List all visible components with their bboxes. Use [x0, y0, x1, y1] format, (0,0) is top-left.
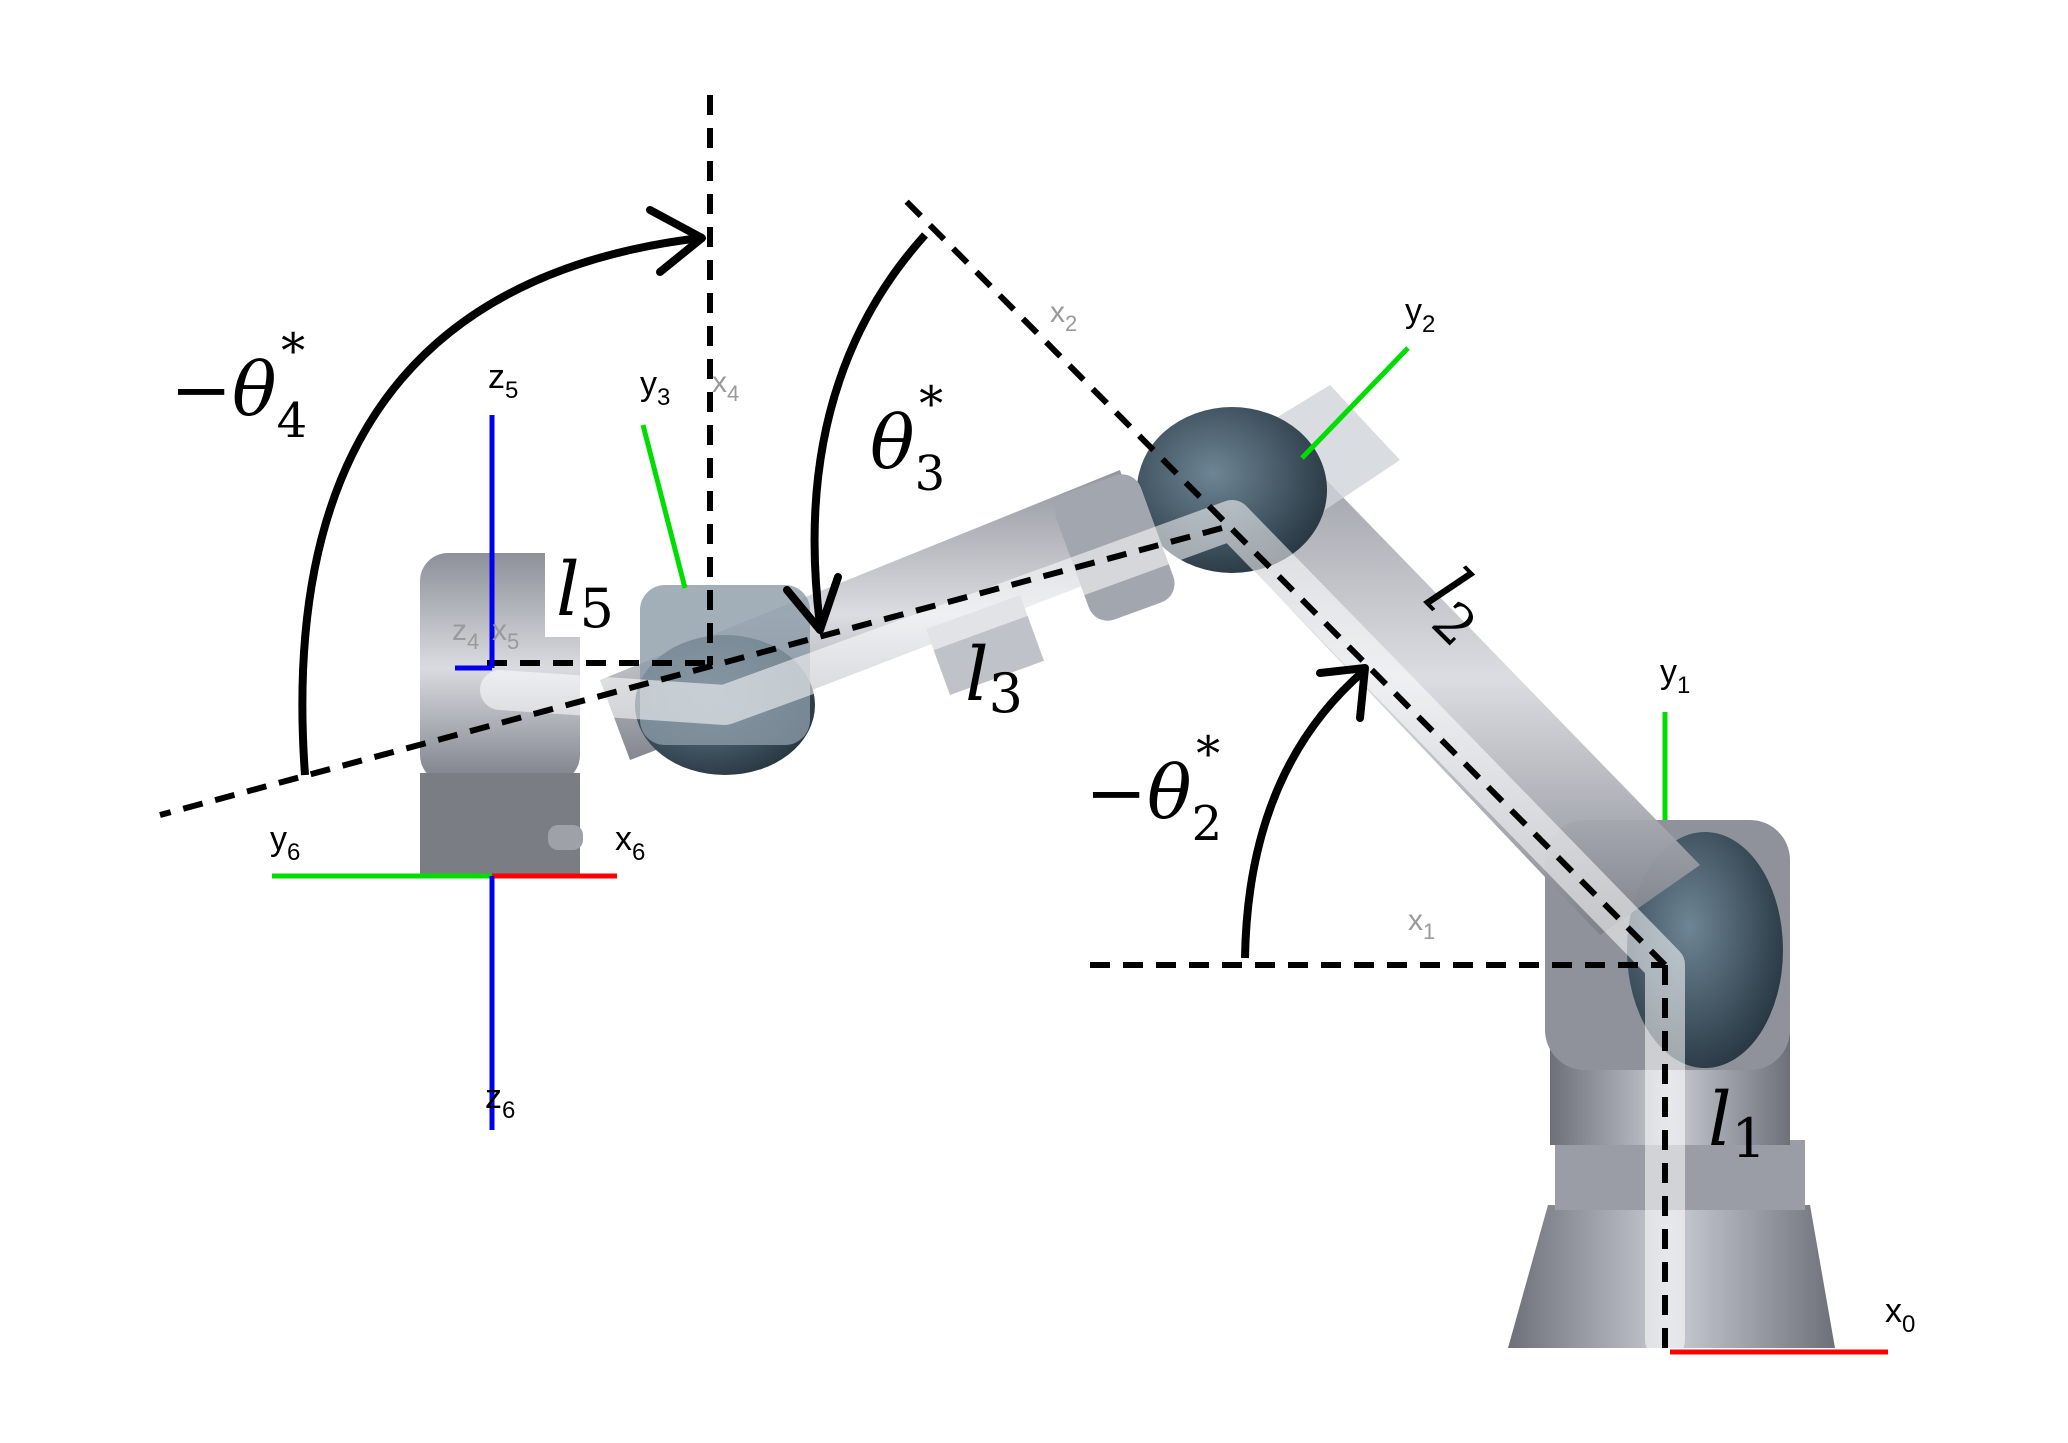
frame-labels: x0 x1 y1 x2 y2 y3 x4 z5 z4 x5 y6	[270, 292, 1915, 1338]
x0-label: x0	[1885, 1292, 1915, 1338]
reference-guides	[159, 95, 1668, 1355]
x2-label: x2	[1050, 296, 1077, 336]
theta3-label: θ3*	[870, 376, 945, 502]
l3-label: l3	[965, 632, 1023, 725]
y3-label: y3	[640, 365, 670, 411]
y2-label: y2	[1405, 292, 1435, 338]
theta3-arc	[810, 232, 928, 626]
angle-labels: −θ4* θ3* −θ2*	[170, 323, 1222, 852]
theta3-arrowhead	[783, 573, 842, 634]
z5-label: z5	[488, 358, 518, 404]
x5-label: x5	[492, 614, 519, 654]
link-l3-guide	[159, 525, 1223, 818]
z4-label: z4	[452, 614, 479, 654]
x6-label: x6	[615, 820, 645, 866]
theta2-label: −θ2*	[1085, 726, 1222, 852]
y3-axis	[640, 424, 688, 589]
upper-arm-link	[1168, 420, 1700, 935]
coordinate-frames	[272, 346, 1888, 1355]
theta4-label: −θ4*	[170, 323, 307, 449]
y1-label: y1	[1660, 653, 1690, 699]
theta2-arc	[1241, 666, 1368, 959]
theta4-arrowhead	[646, 206, 706, 276]
end-effector-top	[420, 553, 580, 783]
end-effector-cap	[548, 825, 583, 850]
y6-label: y6	[270, 820, 300, 866]
x4-label: x4	[712, 366, 739, 406]
link-centre-highlight	[480, 500, 1685, 1360]
l1-label: l1	[1708, 1077, 1766, 1170]
z6-label: z6	[485, 1078, 515, 1124]
link-l2-guide	[897, 192, 1668, 968]
end-effector-bottom	[420, 773, 580, 876]
l5-label-backdrop	[545, 545, 633, 637]
y2-axis	[1300, 346, 1410, 460]
angle-arcs	[298, 206, 1369, 959]
theta4-arc	[298, 234, 701, 776]
robot-arm-body	[420, 385, 1835, 1360]
theta2-arrowhead	[1316, 664, 1369, 722]
l5-label: l5	[556, 547, 614, 640]
x1-label: x1	[1408, 904, 1435, 944]
